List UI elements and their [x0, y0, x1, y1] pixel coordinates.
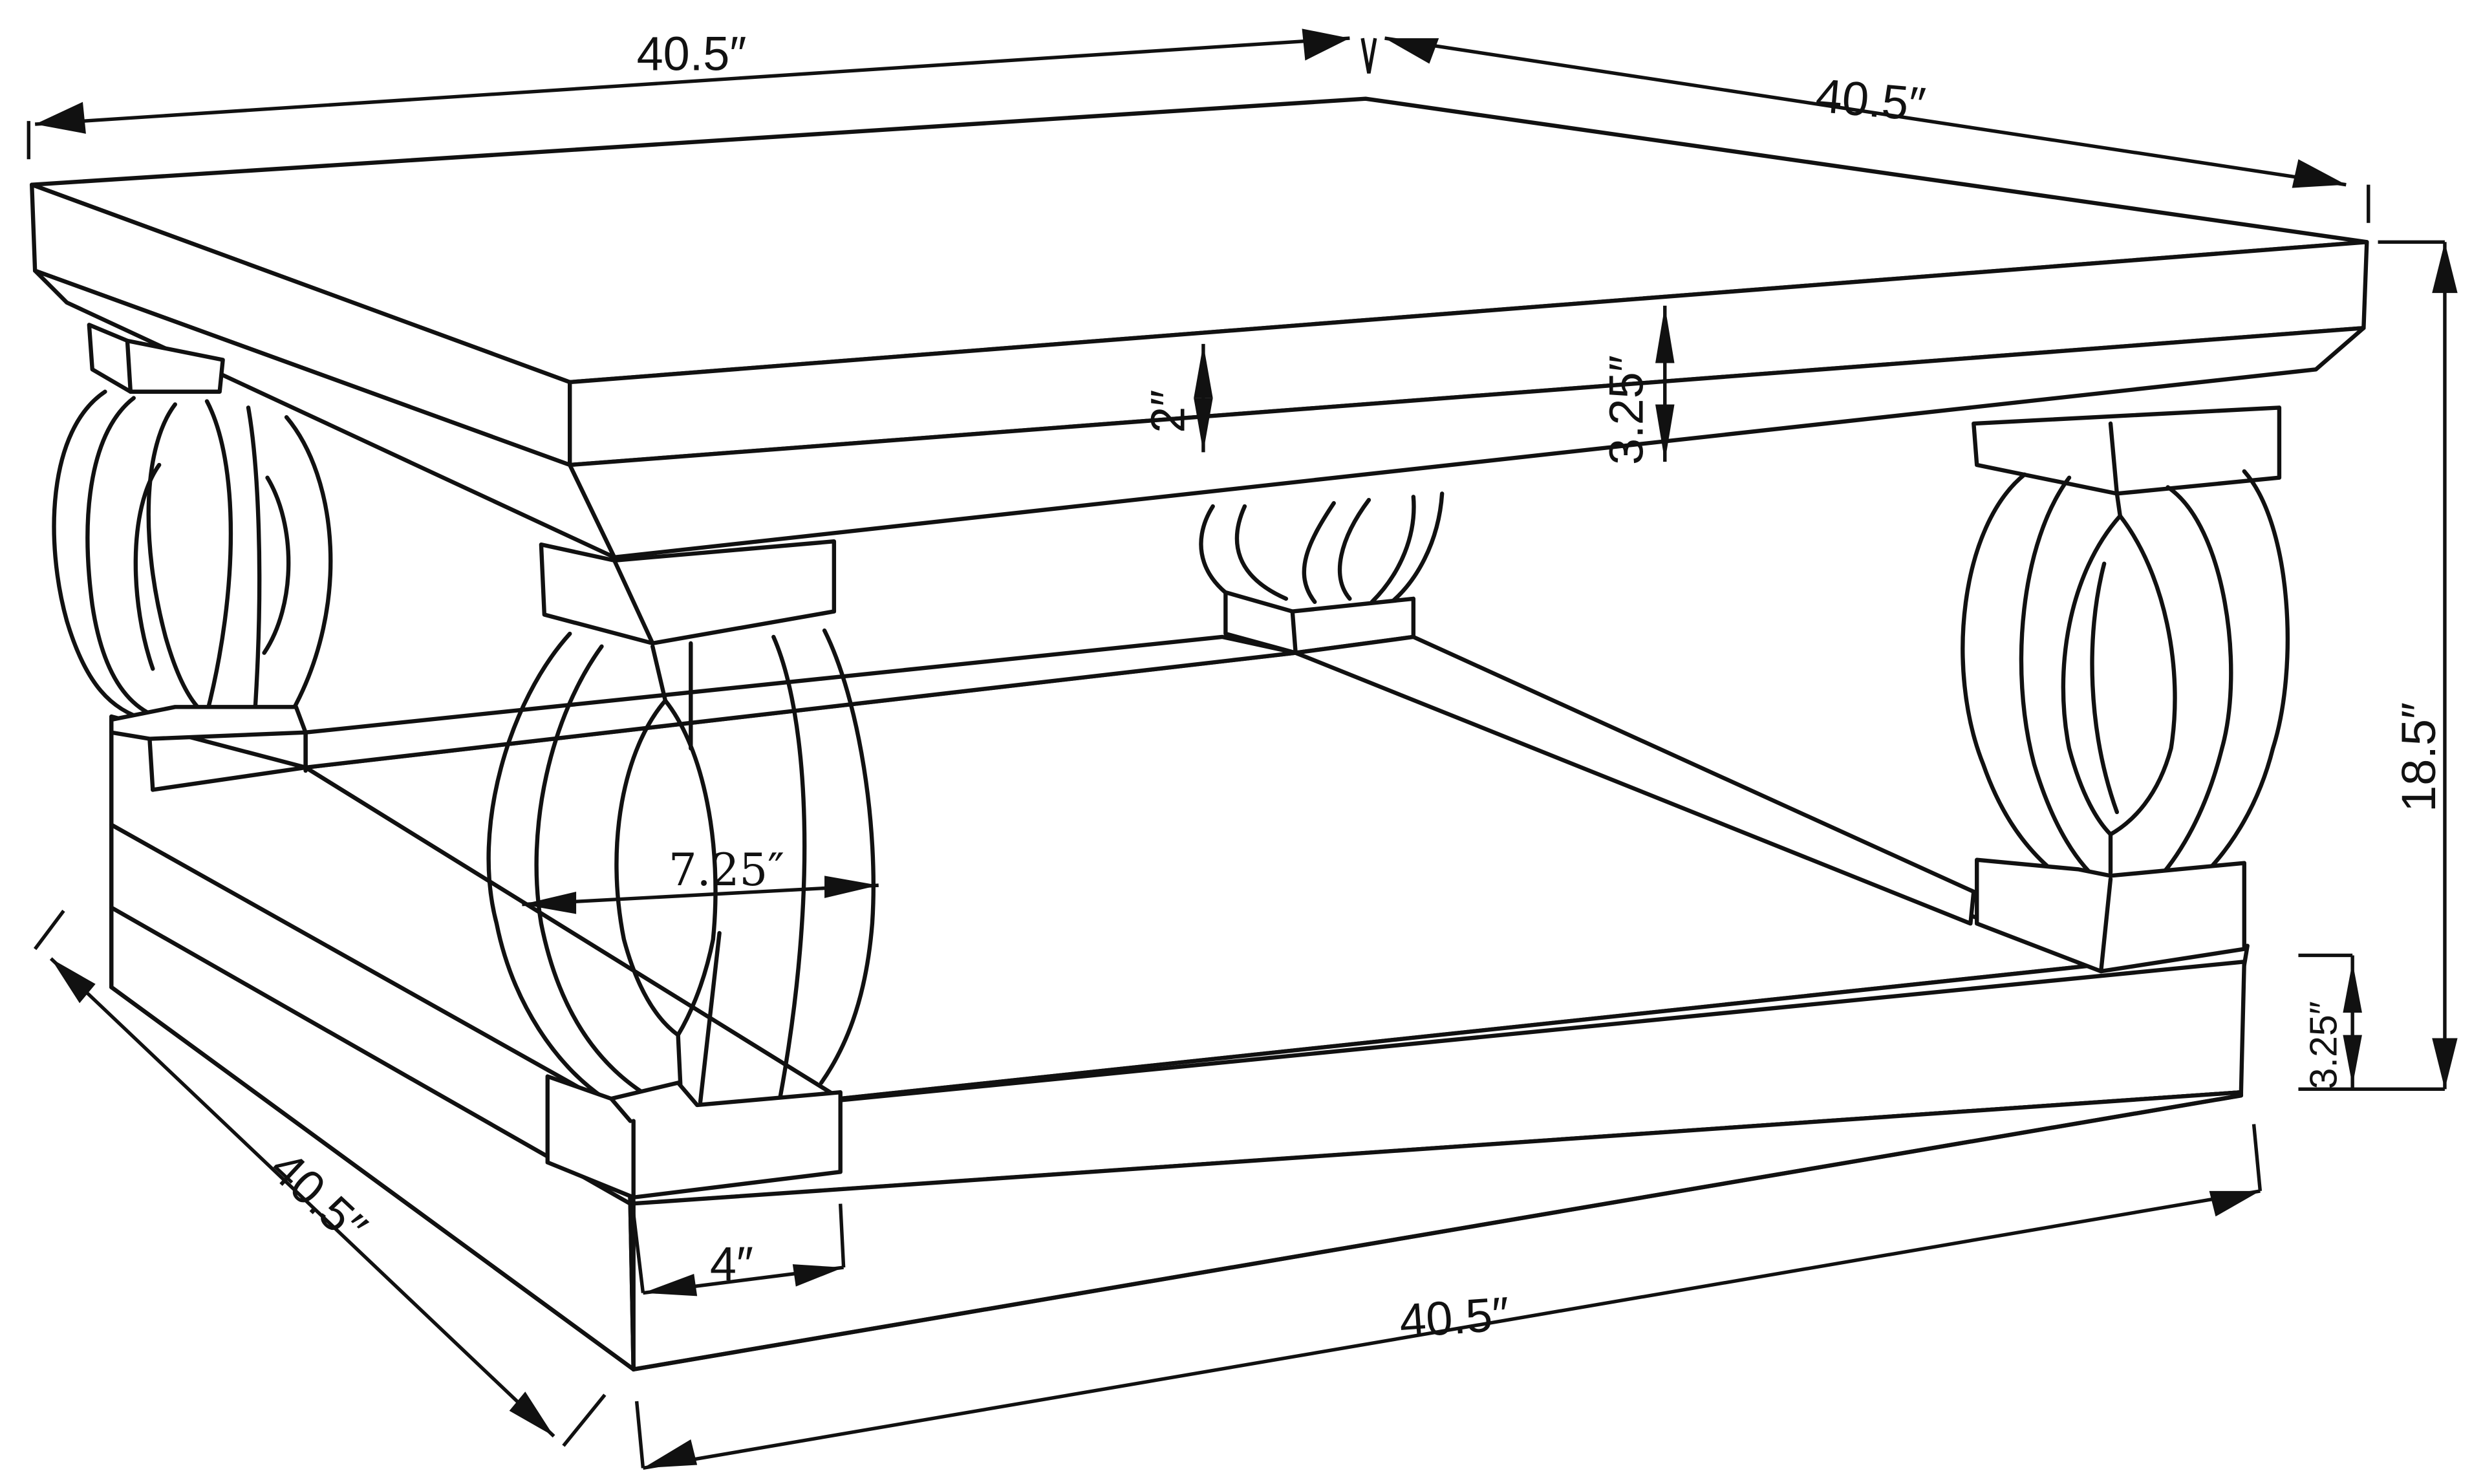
arrow-left-icon — [1384, 38, 1439, 64]
label-top-depth: 40.5″ — [1814, 69, 1928, 132]
dimension-overall-height: 18.5″ — [2298, 240, 2458, 1091]
arrow-right-icon — [2209, 1190, 2261, 1217]
arrow-up-icon — [2343, 962, 2362, 1013]
dimension-apron-height: 3.25″ — [1599, 305, 1675, 465]
front-leg-right-foot — [1975, 857, 2246, 974]
bottom-shelf — [109, 634, 2250, 1371]
front-leg-left — [486, 539, 876, 1199]
arrow-right-icon — [792, 1264, 844, 1287]
arrow-up-icon — [2432, 242, 2458, 294]
arrow-down-icon — [2343, 1035, 2362, 1086]
label-base-width: 40.5″ — [1397, 1287, 1510, 1348]
front-leg-right-cap — [1972, 405, 2282, 496]
front-leg-right — [1961, 405, 2290, 974]
apron-bevel-front — [568, 326, 2366, 560]
arrow-up-icon — [1194, 343, 1213, 398]
shelf-right-rail — [1293, 634, 1976, 926]
arrow-down-icon — [1655, 404, 1675, 462]
table-top — [30, 96, 2369, 560]
dimension-top-width: 40.5″ — [27, 27, 1377, 160]
label-apron-height: 3.25″ — [1599, 355, 1653, 465]
arrow-up-left-icon — [50, 958, 96, 1004]
front-leg-left-cap — [539, 539, 837, 646]
label-top-width: 40.5″ — [637, 27, 747, 80]
dimension-foot-width: 4″ — [632, 1203, 846, 1296]
arrow-left-icon — [643, 1273, 698, 1296]
back-leg-left — [52, 323, 333, 792]
arrow-up-icon — [1655, 305, 1675, 363]
arrow-right-icon — [824, 876, 879, 898]
dimension-top-depth: 40.5″ — [1384, 36, 2370, 223]
back-leg-center — [1199, 491, 1445, 655]
dimension-leg-width: 7.25″ — [522, 844, 879, 914]
label-overall-height: 18.5″ — [2392, 702, 2445, 812]
dimension-base-width: 40.5″ — [634, 1124, 2263, 1470]
arrow-down-right-icon — [509, 1392, 554, 1437]
label-top-thickness: 2″ — [1141, 390, 1194, 433]
label-foot-width: 4″ — [710, 1237, 753, 1291]
arrow-left-icon — [643, 1439, 698, 1468]
arrow-right-icon — [2292, 159, 2347, 188]
back-leg-left-foot — [109, 705, 308, 741]
label-base-height: 3.25″ — [2303, 1001, 2345, 1089]
label-leg-width: 7.25″ — [669, 844, 784, 896]
arrow-down-icon — [1194, 398, 1213, 453]
dimension-base-height: 3.25″ — [2298, 953, 2362, 1089]
arrow-left-icon — [35, 102, 86, 134]
arrow-left-icon — [522, 891, 577, 914]
arrow-right-icon — [1302, 28, 1350, 61]
dimension-top-thickness: 2″ — [1141, 343, 1213, 453]
arrow-down-icon — [2432, 1038, 2458, 1090]
front-leg-left-foot — [545, 1074, 843, 1199]
